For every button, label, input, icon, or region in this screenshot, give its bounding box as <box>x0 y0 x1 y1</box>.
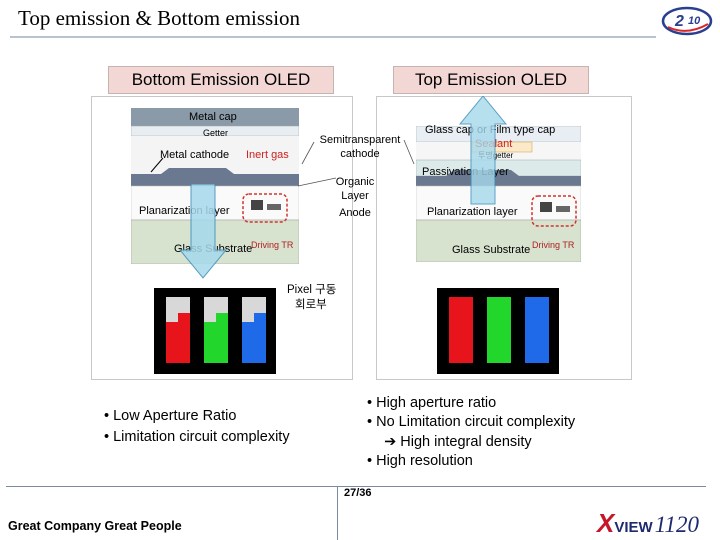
semitransparent-label: Semitransparent <box>319 134 401 146</box>
metal-cap-label: Metal cap <box>189 111 237 123</box>
logo-view: VIEW <box>614 519 653 536</box>
title-rule <box>10 36 656 38</box>
tr-gate <box>267 204 281 210</box>
pixel-circuit-label: 회로부 <box>295 299 327 311</box>
logo-2010-icon: 2 10 <box>661 6 713 36</box>
tft-area-blue <box>242 297 266 322</box>
svg-text:2: 2 <box>674 13 684 30</box>
xview-logo: XVIEW1120 <box>597 508 699 539</box>
pixel-driving-label: Pixel 구동 <box>287 284 337 296</box>
callout-lines <box>297 139 415 187</box>
top-pixel-array <box>437 288 559 374</box>
logo-x: X <box>597 508 615 538</box>
cathode-layer <box>416 170 581 186</box>
tr-electrode <box>540 202 552 212</box>
logo-1120: 1120 <box>654 512 699 537</box>
tr-electrode <box>251 200 263 210</box>
tft-area-red <box>166 297 190 322</box>
footer-tagline: Great Company Great People <box>8 519 182 533</box>
cathode-layer <box>131 168 299 188</box>
bottom-bullet-2: • Limitation circuit complexity <box>104 429 290 445</box>
green-subpixel <box>487 297 511 363</box>
top-planarization-label: Planarization layer <box>427 206 518 218</box>
top-bullet-4: • High resolution <box>367 453 473 469</box>
emission-up-arrow <box>458 96 508 205</box>
driving-tr-marker <box>531 195 577 227</box>
metal-cap-layer <box>131 108 299 126</box>
footer-rule <box>6 486 706 487</box>
bottom-subpixels <box>166 297 266 363</box>
tft-area-green <box>204 297 228 322</box>
glass-substrate-layer <box>416 219 581 262</box>
blue-subpixel <box>525 297 549 363</box>
top-glass-substrate-label: Glass Substrate <box>452 244 531 256</box>
slide-title: Top emission & Bottom emission <box>18 6 301 30</box>
cathode-pointer <box>150 157 164 173</box>
getter-label: Getter <box>203 128 229 138</box>
emission-down-arrow <box>178 184 228 279</box>
bottom-emission-heading: Bottom Emission OLED <box>108 66 334 94</box>
inert-gas-region <box>131 136 299 174</box>
footer-divider <box>337 486 338 540</box>
driving-tr-marker <box>242 193 288 223</box>
bottom-bullet-1: • Low Aperture Ratio <box>104 408 237 424</box>
top-bullet-2: • No Limitation circuit complexity <box>367 414 576 430</box>
page-number: 27/36 <box>344 487 372 499</box>
anode-label: Anode <box>339 207 371 219</box>
transparent-getter-label: 투명getter <box>478 151 514 160</box>
top-bullet-3: ➔ High integral density <box>372 434 532 450</box>
inert-gas-label: Inert gas <box>246 149 289 161</box>
bottom-pixel-array <box>154 288 276 374</box>
red-subpixel <box>449 297 473 363</box>
cathode-label: cathode <box>340 148 380 160</box>
top-emission-heading: Top Emission OLED <box>393 66 589 94</box>
top-driving-tr-label: Driving TR <box>532 240 575 250</box>
planarization-block <box>416 185 581 221</box>
svg-text:10: 10 <box>688 15 701 27</box>
organic-label: Organic <box>335 176 375 188</box>
layer-label: Layer <box>341 190 369 202</box>
top-emission-cross-section <box>416 126 581 262</box>
top-subpixels <box>449 297 549 363</box>
driving-tr-label: Driving TR <box>251 240 294 250</box>
tr-gate <box>556 206 570 212</box>
top-bullet-1: • High aperture ratio <box>367 395 497 411</box>
metal-cathode-label: Metal cathode <box>160 149 230 161</box>
